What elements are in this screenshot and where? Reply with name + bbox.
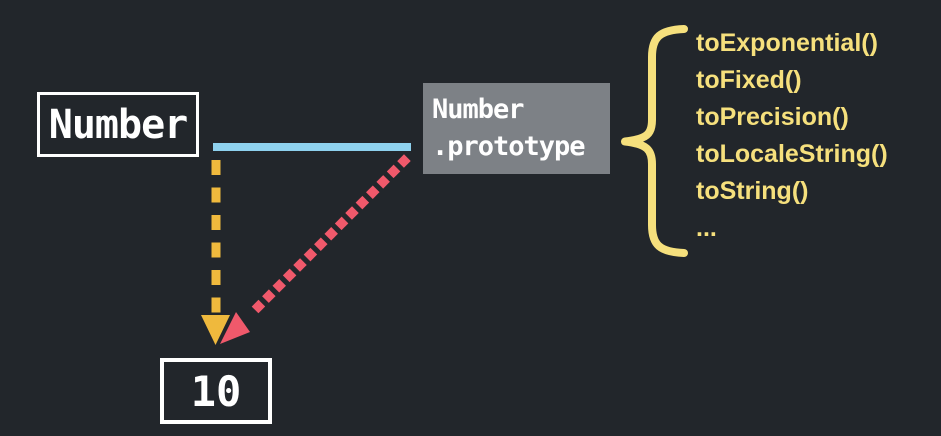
yellow-arrowhead-icon (201, 315, 230, 345)
method-item: toString() (696, 177, 809, 205)
curly-brace (621, 25, 688, 257)
method-item: toExponential() (696, 29, 878, 57)
instance-box: 10 (160, 358, 272, 424)
method-item: toPrecision() (696, 103, 849, 131)
constructor-box-label: Number (48, 101, 188, 148)
instance-box-label: 10 (190, 366, 242, 416)
prototype-box-line2: .prototype (432, 131, 586, 162)
method-list: toExponential() toFixed() toPrecision() … (696, 25, 888, 247)
method-item: toLocaleString() (696, 140, 888, 168)
constructor-box: Number (37, 92, 199, 157)
prototype-to-instance-dotted-arrow (243, 154, 411, 322)
prototype-box: Number .prototype (423, 83, 610, 174)
method-item: toFixed() (696, 66, 802, 94)
prototype-box-line1: Number (432, 94, 525, 125)
pink-arrowhead-icon (220, 312, 250, 344)
method-item: ... (696, 214, 717, 242)
